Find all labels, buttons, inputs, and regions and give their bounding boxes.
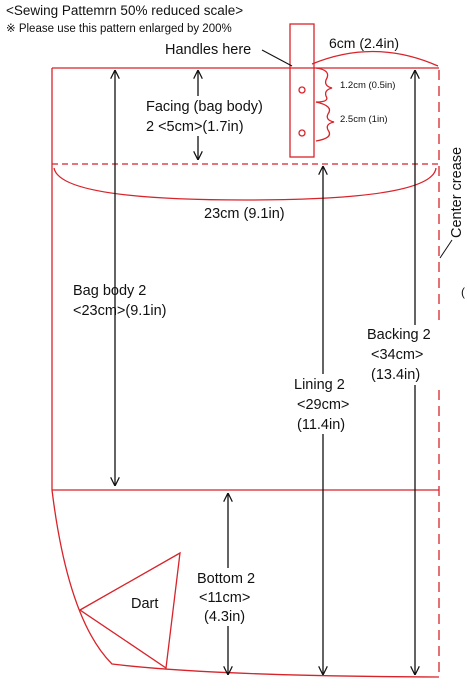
handle-placement-rect (289, 23, 315, 158)
pattern-title: <Sewing Pattemrn 50% reduced scale> (6, 3, 244, 18)
bottom-label-line3: (4.3in) (204, 609, 245, 625)
pattern-outline (51, 67, 440, 678)
handle-hole-1 (298, 86, 306, 94)
lining-label-line3: (11.4in) (297, 417, 345, 433)
bag-body-label-line1: Bag body 2 (73, 283, 146, 299)
bottom-label-line2: <11cm> (199, 590, 250, 606)
spacing-brace-large (315, 101, 335, 142)
facing-label-line1: Facing (bag body) (146, 99, 263, 115)
handles-leader-line (261, 49, 293, 67)
backing-label-line3: (13.4in) (371, 367, 420, 383)
edge-mark: ( (461, 285, 465, 299)
lining-label-line1: Lining 2 (294, 377, 345, 393)
backing-label-line1: Backing 2 (367, 327, 431, 343)
handles-label: Handles here (165, 42, 251, 58)
spacing-small-label: 1.2cm (0.5in) (340, 80, 395, 91)
handle-width-label: 6cm (2.4in) (329, 35, 399, 51)
handle-width-arc (311, 50, 439, 67)
backing-label-line2: <34cm> (371, 347, 423, 363)
dart-label: Dart (131, 596, 158, 612)
bottom-label-line1: Bottom 2 (197, 571, 255, 587)
width-arc (53, 167, 437, 201)
width-label: 23cm (9.1in) (204, 206, 285, 222)
handle-hole-2 (298, 129, 306, 137)
spacing-large-label: 2.5cm (1in) (340, 114, 388, 125)
lining-label-line2: <29cm> (297, 397, 349, 413)
bag-body-label-line2: <23cm>(9.1in) (73, 303, 167, 319)
dart-shape (78, 551, 181, 670)
center-crease-label: Center crease (449, 147, 465, 238)
enlarge-note: ※ Please use this pattern enlarged by 20… (6, 23, 232, 35)
center-crease-leader (439, 239, 453, 259)
facing-label-line2: 2 <5cm>(1.7in) (146, 119, 244, 135)
spacing-brace-small (315, 67, 333, 103)
